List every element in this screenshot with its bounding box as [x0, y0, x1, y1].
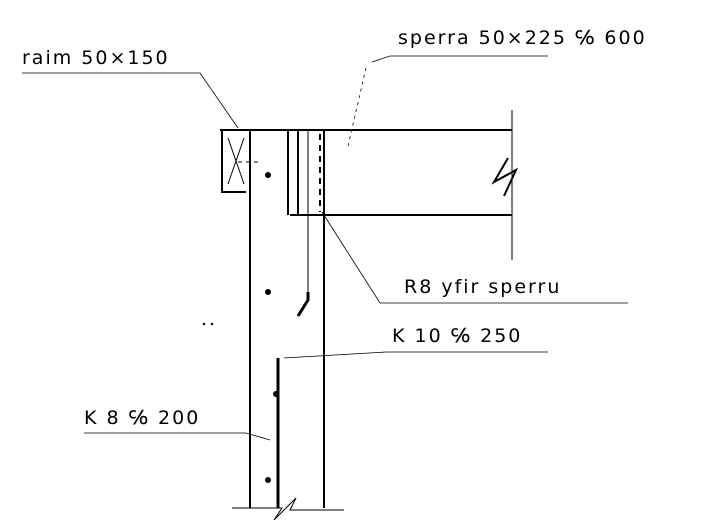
wall-break-line: [232, 497, 344, 521]
leader-raim: [22, 72, 239, 129]
leader-sperra-dashed: [347, 67, 367, 147]
leader-r8: [321, 211, 628, 304]
wall-plate-raim: [221, 129, 262, 193]
label-sperra: sperra 50×225 ℅ 600: [398, 27, 647, 49]
concrete-wall: [232, 130, 344, 521]
rebar-dot: [265, 172, 271, 178]
rebar-dot: [265, 289, 271, 295]
speck: [202, 322, 206, 326]
label-r8-yfir-sperru: R8 yfir sperru: [404, 276, 561, 298]
rebar-dot: [265, 477, 271, 483]
leader-sperra: [371, 55, 548, 63]
speck: [210, 322, 214, 326]
rebar-r8-hook: [296, 292, 310, 317]
rebar-dot: [273, 391, 279, 397]
rafter-sperra: [220, 110, 519, 260]
rebar-dots: [202, 172, 279, 483]
label-k8: K 8 ℅ 200: [84, 407, 200, 429]
label-raim: raim 50×150: [22, 47, 170, 69]
label-k10: K 10 ℅ 250: [392, 325, 522, 347]
leader-lines: [22, 55, 628, 441]
leader-k8: [84, 432, 271, 441]
rafter-break-symbol: [491, 157, 519, 197]
leader-k10: [283, 351, 548, 359]
